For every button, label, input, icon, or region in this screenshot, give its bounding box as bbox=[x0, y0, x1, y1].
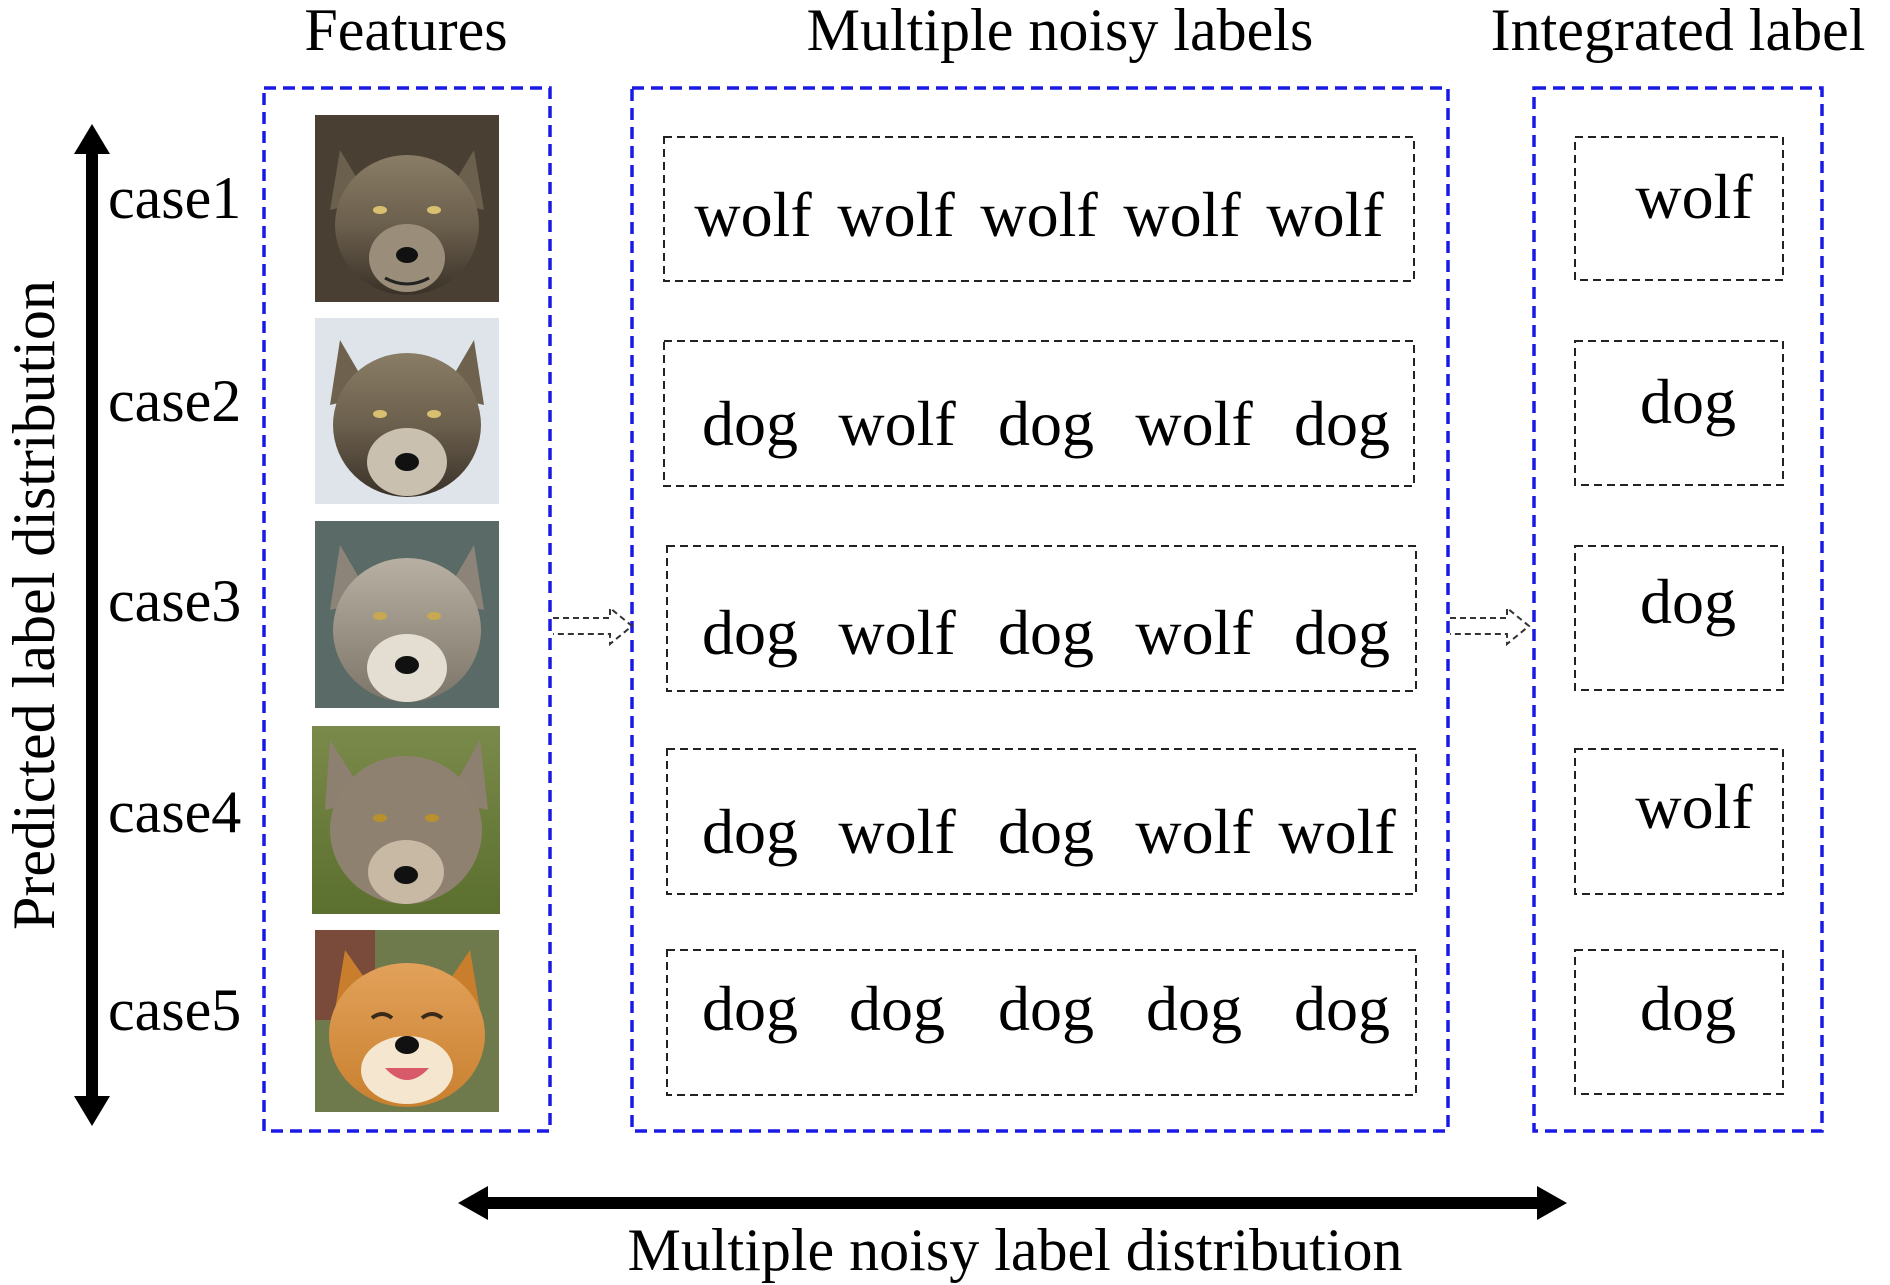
noisy-label-box bbox=[663, 340, 1415, 487]
noisy-label: dog bbox=[702, 796, 798, 867]
shiba-dog-photo-icon bbox=[315, 930, 499, 1112]
case-label: case2 bbox=[108, 368, 241, 434]
noisy-label: wolf bbox=[1278, 796, 1396, 867]
noisy-label: dog bbox=[1294, 597, 1390, 668]
noisy-label: wolf bbox=[694, 179, 812, 250]
noisy-label: dog bbox=[998, 388, 1094, 459]
wolf-photo-icon bbox=[315, 521, 499, 708]
noisy-label: dog bbox=[998, 796, 1094, 867]
integrated-label: wolf bbox=[1635, 161, 1753, 232]
integrated-label: dog bbox=[1640, 973, 1736, 1044]
wolf-photo-icon bbox=[315, 115, 499, 302]
case-label: case4 bbox=[108, 779, 241, 845]
noisy-label: wolf bbox=[1135, 388, 1253, 459]
noisy-label: wolf bbox=[1266, 179, 1384, 250]
noisy-label: dog bbox=[1294, 388, 1390, 459]
dashed-arrow-icon bbox=[553, 605, 634, 647]
noisy-label-box bbox=[666, 949, 1417, 1096]
noisy-label: wolf bbox=[980, 179, 1098, 250]
noisy-label: dog bbox=[1294, 973, 1390, 1044]
noisy-label: dog bbox=[702, 597, 798, 668]
integrated-label: dog bbox=[1640, 566, 1736, 637]
case-label: case5 bbox=[108, 977, 241, 1043]
features-header: Features bbox=[304, 0, 507, 63]
noisy-label: wolf bbox=[838, 388, 956, 459]
noisy-label: dog bbox=[998, 597, 1094, 668]
wolfdog-photo-icon bbox=[312, 726, 500, 914]
integrated-label-box bbox=[1574, 949, 1784, 1095]
noisy-label: wolf bbox=[1123, 179, 1241, 250]
noisy-label: dog bbox=[702, 973, 798, 1044]
integrated-label-box bbox=[1574, 545, 1784, 691]
noisy-label-box bbox=[666, 748, 1417, 895]
noisy-label: dog bbox=[1146, 973, 1242, 1044]
horizontal-axis-arrow bbox=[458, 1186, 1567, 1220]
vertical-axis-arrow bbox=[74, 124, 110, 1126]
case-label: case3 bbox=[108, 568, 241, 634]
noisy-label: wolf bbox=[838, 796, 956, 867]
vertical-axis-label: Predicted label distribution bbox=[1, 280, 67, 930]
integrated-label: dog bbox=[1640, 366, 1736, 437]
noisy-label: dog bbox=[998, 973, 1094, 1044]
noisy-labels-header: Multiple noisy labels bbox=[807, 0, 1314, 63]
noisy-label: wolf bbox=[1135, 796, 1253, 867]
integrated-label-box bbox=[1574, 340, 1784, 486]
noisy-label: dog bbox=[702, 388, 798, 459]
integrated-label-box bbox=[1574, 748, 1784, 895]
noisy-label: wolf bbox=[1135, 597, 1253, 668]
integrated-label-panel bbox=[1532, 86, 1824, 1133]
noisy-label-box bbox=[666, 545, 1417, 692]
case-label: case1 bbox=[108, 165, 241, 231]
integrated-label: wolf bbox=[1635, 771, 1753, 842]
noisy-label: wolf bbox=[838, 597, 956, 668]
dashed-arrow-icon bbox=[1450, 605, 1531, 647]
wolf-photo-icon bbox=[315, 318, 499, 504]
noisy-labels-panel bbox=[630, 86, 1450, 1133]
integrated-label-box bbox=[1574, 136, 1784, 281]
noisy-label-box bbox=[663, 136, 1415, 282]
noisy-label: dog bbox=[849, 973, 945, 1044]
horizontal-axis-label: Multiple noisy label distribution bbox=[628, 1217, 1403, 1283]
features-panel bbox=[262, 86, 552, 1133]
integrated-label-header: Integrated label bbox=[1491, 0, 1866, 63]
noisy-label: wolf bbox=[837, 179, 955, 250]
